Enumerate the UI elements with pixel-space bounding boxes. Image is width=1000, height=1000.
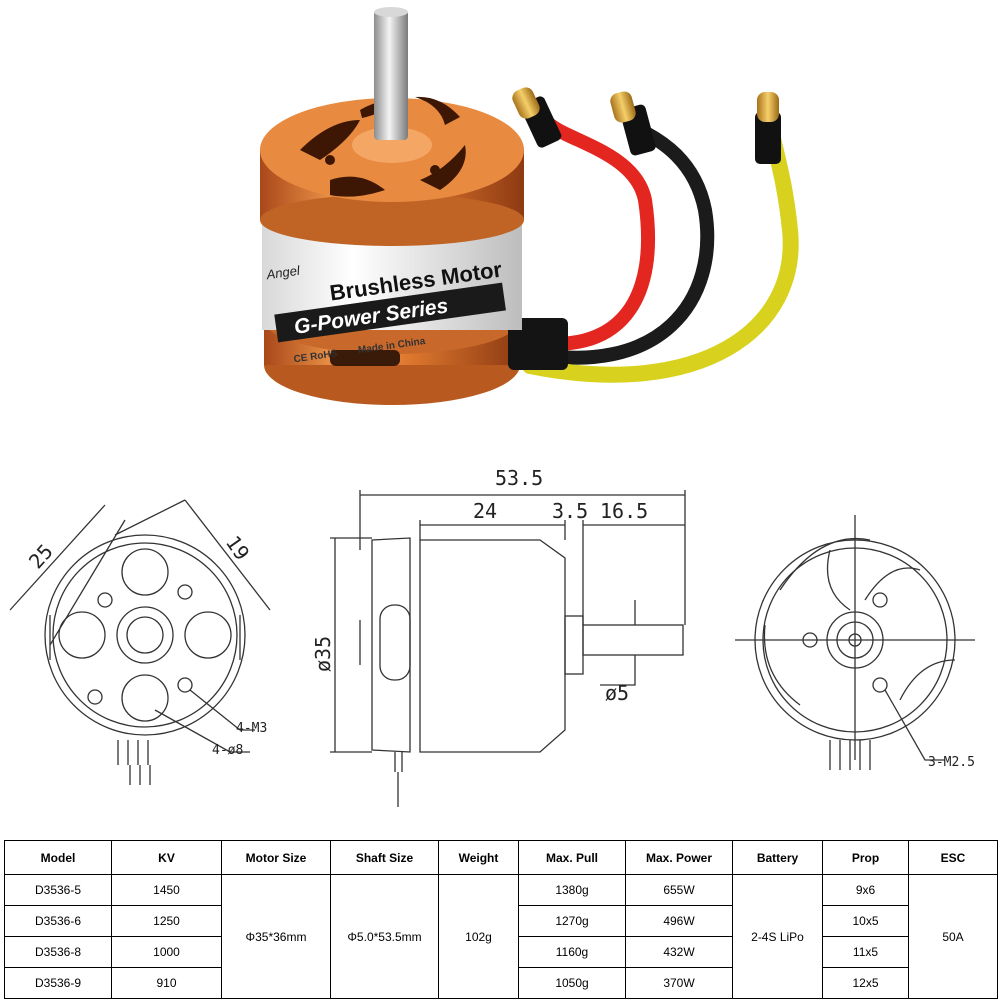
header-model: Model <box>4 840 112 875</box>
dimension-drawings: 53.5 24 3.5 16.5 ø35 ø5 25 19 4-M3 4-ø8 … <box>9 466 975 807</box>
cell-max-power: 496W <box>625 905 733 937</box>
motor-photo: Angel Brushless Motor G-Power Series CE … <box>0 0 1000 440</box>
dim-body-diameter: ø35 <box>311 636 335 672</box>
cell-shaft-size: Φ5.0*53.5mm <box>330 874 439 999</box>
cell-kv: 1450 <box>111 874 222 906</box>
technical-drawings: 53.5 24 3.5 16.5 ø35 ø5 25 19 4-M3 4-ø8 … <box>0 440 1000 830</box>
cell-prop: 12x5 <box>822 967 909 999</box>
cell-kv: 910 <box>111 967 222 999</box>
header-motor-size: Motor Size <box>221 840 331 875</box>
side-view <box>330 490 686 807</box>
cell-model: D3536-9 <box>4 967 112 999</box>
cell-prop: 11x5 <box>822 936 909 968</box>
cell-model: D3536-8 <box>4 936 112 968</box>
table-row: D3536-6 1250 1270g 496W 10x5 <box>4 905 998 937</box>
table-row: D3536-9 910 1050g 370W 12x5 <box>4 967 998 999</box>
dim-19: 19 <box>221 531 254 565</box>
header-max-pull: Max. Pull <box>518 840 626 875</box>
dim-shaft-length: 16.5 <box>600 499 648 523</box>
cell-max-pull: 1270g <box>518 905 626 937</box>
cell-max-pull: 1160g <box>518 936 626 968</box>
cell-battery: 2-4S LiPo <box>732 874 823 999</box>
wire-exit-block <box>508 318 568 370</box>
dim-body-length: 24 <box>473 499 497 523</box>
connector-sleeves <box>520 96 781 164</box>
dim-holes-8: 4-ø8 <box>212 743 243 758</box>
header-max-power: Max. Power <box>625 840 733 875</box>
table-row: D3536-5 1450 Φ35*36mm Φ5.0*53.5mm 102g 1… <box>4 874 998 999</box>
cell-model: D3536-5 <box>4 874 112 906</box>
dim-gap: 3.5 <box>552 499 588 523</box>
cell-prop: 9x6 <box>822 874 909 906</box>
cell-prop: 10x5 <box>822 905 909 937</box>
cell-max-power: 432W <box>625 936 733 968</box>
bell-top-view <box>735 515 975 770</box>
bullet-connectors <box>512 87 779 123</box>
dim-overall-length: 53.5 <box>495 466 543 490</box>
motor-shaft <box>374 10 408 140</box>
label-brand: Angel <box>265 263 302 283</box>
cell-esc: 50A <box>908 874 998 999</box>
header-kv: KV <box>111 840 222 875</box>
base-vent <box>330 350 400 366</box>
brushless-motor-illustration: Angel Brushless Motor G-Power Series CE … <box>260 7 799 405</box>
spec-header-row: Model KV Motor Size Shaft Size Weight Ma… <box>4 840 998 875</box>
bell-fan-vanes <box>300 96 466 197</box>
header-shaft-size: Shaft Size <box>330 840 439 875</box>
mount-face-view <box>9 499 271 785</box>
cell-max-pull: 1380g <box>518 874 626 906</box>
cell-model: D3536-6 <box>4 905 112 937</box>
header-weight: Weight <box>438 840 519 875</box>
dim-holes-m3: 4-M3 <box>236 721 267 736</box>
header-prop: Prop <box>822 840 909 875</box>
dim-25: 25 <box>24 539 58 573</box>
cell-max-power: 655W <box>625 874 733 906</box>
cell-kv: 1000 <box>111 936 222 968</box>
header-battery: Battery <box>732 840 823 875</box>
cell-weight: 102g <box>438 874 519 999</box>
cell-max-pull: 1050g <box>518 967 626 999</box>
spec-table-container: Model KV Motor Size Shaft Size Weight Ma… <box>4 840 998 999</box>
dim-shaft-diameter: ø5 <box>605 681 629 705</box>
dim-holes-m25: 3-M2.5 <box>928 755 975 770</box>
spec-table: Model KV Motor Size Shaft Size Weight Ma… <box>4 840 998 999</box>
cell-kv: 1250 <box>111 905 222 937</box>
header-esc: ESC <box>908 840 998 875</box>
cell-max-power: 370W <box>625 967 733 999</box>
cell-motor-size: Φ35*36mm <box>221 874 331 999</box>
